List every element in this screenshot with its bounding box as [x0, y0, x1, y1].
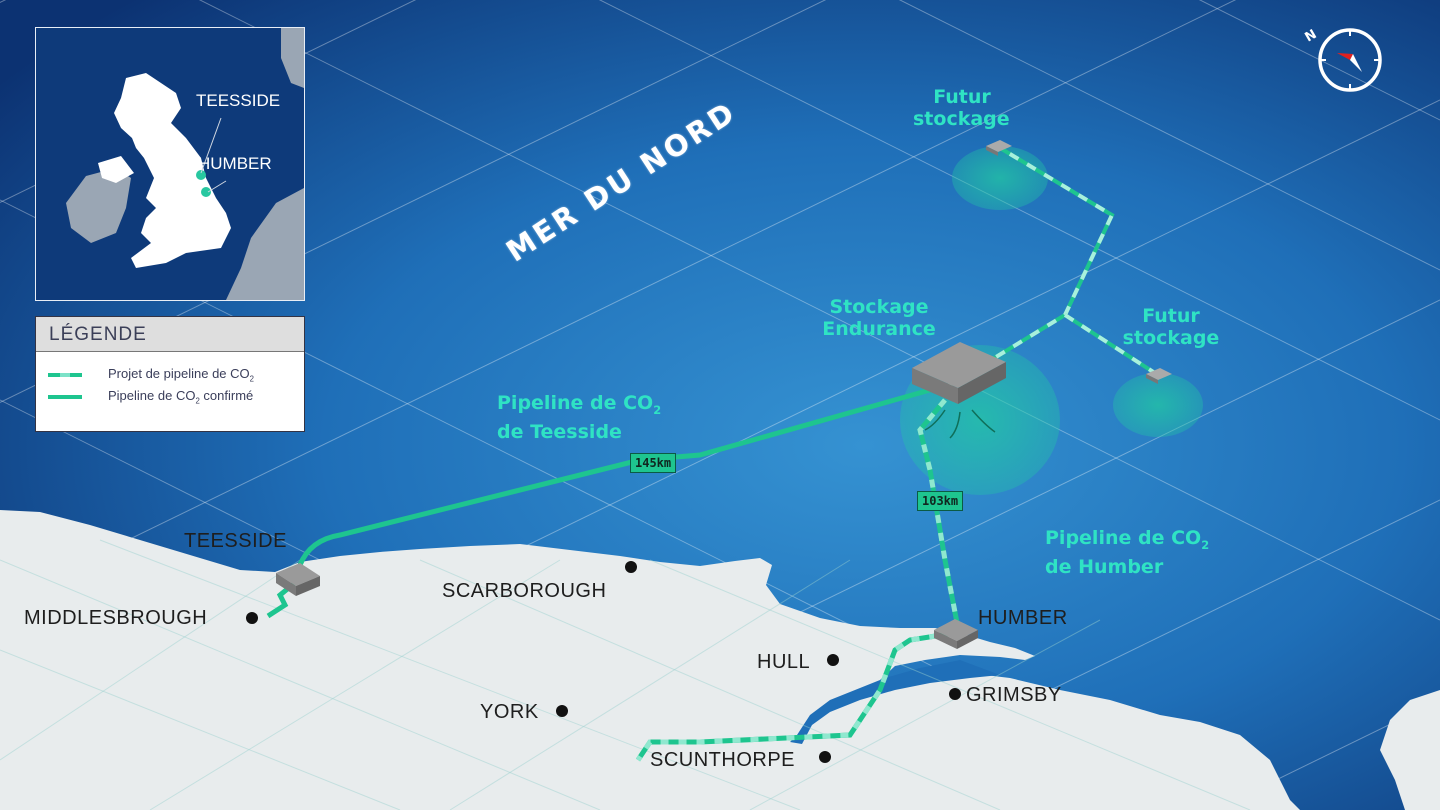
city-label-scunthorpe: SCUNTHORPE	[650, 749, 796, 771]
map-legend: LÉGENDE Projet de pipeline de CO2 Pipeli…	[35, 316, 305, 432]
inset-label-teesside: TEESSIDE	[196, 91, 281, 110]
city-label-humber: HUMBER	[978, 607, 1068, 629]
great-britain-shape	[114, 73, 231, 268]
humber-hub	[934, 619, 978, 649]
future-east-reservoir	[1113, 373, 1203, 437]
future-east-platform	[1146, 368, 1172, 384]
norway-shape	[281, 28, 304, 88]
teesside-hub	[276, 563, 320, 596]
inset-teesside-dot	[196, 170, 206, 180]
dashed-line-icon	[48, 373, 82, 377]
legend-item-project-pipeline: Projet de pipeline de CO2	[36, 364, 304, 386]
city-label-hull: HULL	[757, 651, 811, 673]
city-label-middlesbrough: MIDDLESBROUGH	[24, 607, 208, 629]
land-mass-east	[1380, 690, 1440, 810]
inset-map: TEESSIDE HUMBER	[35, 27, 305, 301]
solid-line-icon	[48, 395, 82, 399]
humber-distance-badge: 103km	[917, 491, 964, 511]
endurance-platform	[912, 342, 1006, 439]
city-dots	[246, 561, 961, 763]
uk-outline	[66, 28, 304, 300]
humber-estuary	[790, 660, 1000, 744]
city-label-scarborough: SCARBOROUGH	[442, 580, 607, 602]
humber-pipeline	[635, 398, 961, 762]
legend-item-confirmed-pipeline: Pipeline de CO2 confirmé	[36, 386, 304, 408]
legend-title: LÉGENDE	[36, 317, 304, 352]
compass-icon	[1318, 28, 1382, 92]
future-north-reservoir	[952, 146, 1048, 210]
europe-shape	[226, 188, 304, 300]
inset-label-humber: HUMBER	[198, 154, 272, 173]
city-label-york: YORK	[480, 701, 539, 723]
humber-pipeline-label: Pipeline de CO2 de Humber	[1045, 527, 1210, 578]
city-label-grimsby: GRIMSBY	[966, 684, 1062, 706]
ireland-shape	[66, 168, 131, 243]
future-storage-north-label: Futur stockage	[913, 86, 1010, 130]
land-mass	[0, 510, 1300, 810]
future-pipelines	[943, 146, 1160, 390]
teesside-pipeline-label: Pipeline de CO2 de Teesside	[497, 392, 662, 443]
inset-humber-dot	[201, 187, 211, 197]
future-north-platform	[986, 140, 1012, 156]
endurance-storage-label: Stockage Endurance	[822, 296, 936, 340]
northern-ireland-shape	[98, 156, 134, 183]
teesside-distance-badge: 145km	[630, 453, 677, 473]
city-label-teesside: TEESSIDE	[184, 530, 287, 552]
future-storage-east-label: Futur stockage	[1122, 305, 1220, 349]
